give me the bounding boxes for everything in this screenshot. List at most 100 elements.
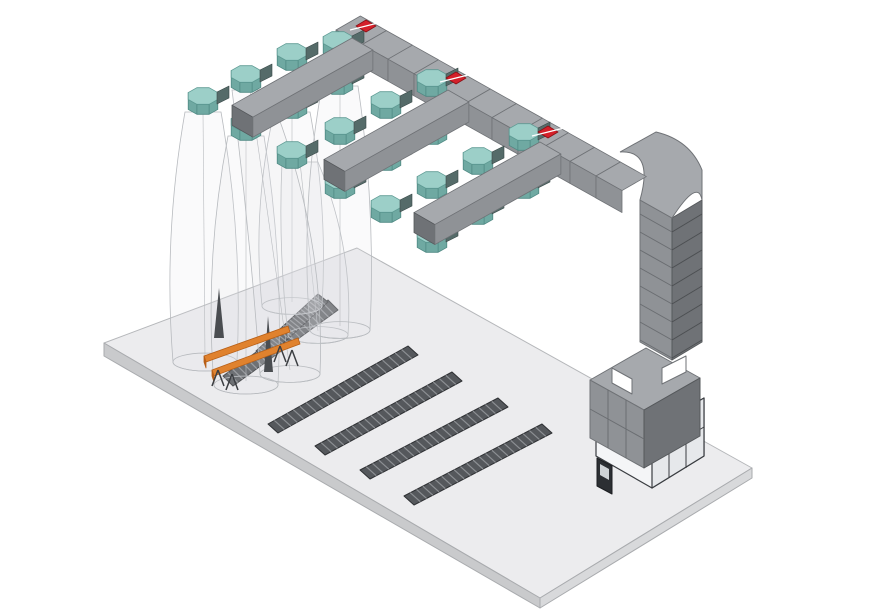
grate-slat (383, 408, 394, 419)
control-panel-screen (600, 464, 609, 480)
diffuser-top (508, 123, 540, 141)
octagonal-diffuser (187, 85, 230, 115)
grate-slat (363, 370, 374, 381)
timber-beam-end (203, 355, 207, 369)
diffuser-top (462, 147, 494, 165)
vduct-seam (671, 249, 703, 269)
trestle-leg (273, 345, 281, 363)
diffuser-top (416, 69, 448, 87)
grate-slat (345, 428, 357, 439)
duct-elbow (619, 131, 703, 219)
grate-slat (503, 443, 515, 454)
branch-duct-1 (231, 37, 374, 138)
grate-slat (314, 296, 326, 306)
grate-slat (459, 417, 471, 428)
grate-slat (351, 425, 363, 436)
grate-slat (280, 416, 292, 427)
octagonal-diffuser (370, 89, 413, 119)
airflow-cones (169, 85, 372, 395)
spray-mast (214, 288, 224, 338)
diffuser-collar (305, 41, 319, 61)
grate-slat (333, 435, 345, 446)
trestle-leg (217, 369, 225, 387)
grate-slat (364, 418, 376, 429)
grate-slat (273, 420, 285, 430)
grate-slat (375, 363, 387, 374)
grate-slat (305, 402, 317, 413)
grate-slat (497, 446, 509, 457)
diffuser-collar (399, 89, 413, 109)
grate-slat (320, 442, 332, 453)
grate-slat (286, 412, 298, 423)
grate-slat (318, 395, 330, 406)
grate-slat (289, 319, 301, 329)
vduct-seam (671, 267, 703, 287)
grate-slat (535, 426, 547, 437)
grate-slat (297, 311, 309, 321)
grate-slat (428, 433, 440, 444)
vduct-front (639, 199, 673, 361)
grate-slat (401, 398, 413, 409)
grate-slat (389, 405, 401, 416)
vduct-seam (639, 321, 673, 341)
grate-slat (466, 462, 478, 473)
diffuser-top (276, 43, 308, 61)
air-handling-unit (589, 347, 705, 495)
red-damper-icon (439, 71, 473, 85)
vduct-seam (639, 213, 673, 233)
cone-footprint (287, 326, 349, 344)
grate-slat (441, 475, 453, 486)
trestle-leg (291, 349, 299, 367)
grate-slat (522, 433, 534, 444)
trestle-leg (285, 349, 293, 367)
ahu-opening (611, 367, 633, 395)
grate-slat (378, 459, 390, 470)
diffuser-collar (399, 193, 413, 213)
diffuser-collar (353, 115, 367, 135)
ahu-side (643, 377, 701, 469)
damper-band (439, 73, 473, 83)
floor-grates (222, 293, 553, 506)
branch-duct-3 (413, 141, 562, 245)
grate-slat (408, 395, 419, 405)
grate-slat (397, 449, 409, 460)
grate-slat (447, 472, 459, 483)
diffuser-top (370, 195, 402, 213)
grate-slat (472, 459, 484, 470)
grate-slat (232, 368, 243, 380)
vduct-seam (671, 339, 703, 359)
grate-slat (365, 466, 377, 477)
grate-slat (416, 440, 427, 450)
diffuser-top (324, 117, 356, 135)
grate-slat (420, 388, 432, 399)
trestle-leg (225, 373, 233, 391)
grate-slat (388, 356, 400, 367)
grate-slat (422, 485, 434, 496)
grate-slat (491, 449, 503, 460)
damper-band (349, 21, 383, 31)
grate-slat (439, 378, 450, 389)
diffuser-top (370, 91, 402, 109)
vduct-seam (639, 285, 673, 305)
diffuser-top (230, 65, 262, 83)
work-piece (203, 288, 301, 391)
grate-slat (295, 314, 306, 324)
grate-slat (376, 411, 388, 422)
grate-slat (447, 423, 459, 434)
ahu-module-seam (589, 408, 645, 440)
grate-slat (478, 407, 490, 418)
octagonal-diffuser (462, 145, 505, 175)
grate-slat (390, 453, 402, 464)
grate-slat (403, 446, 415, 457)
main-duct-segment-front (595, 175, 623, 213)
diffuser-top (187, 87, 219, 105)
grate-slat (453, 469, 465, 480)
grate-slat (414, 391, 426, 402)
grate-slat (339, 432, 351, 442)
grate-slat (327, 438, 338, 449)
grate-slat (472, 410, 484, 421)
cone-footprint (259, 365, 321, 383)
grate-slat (529, 430, 540, 440)
